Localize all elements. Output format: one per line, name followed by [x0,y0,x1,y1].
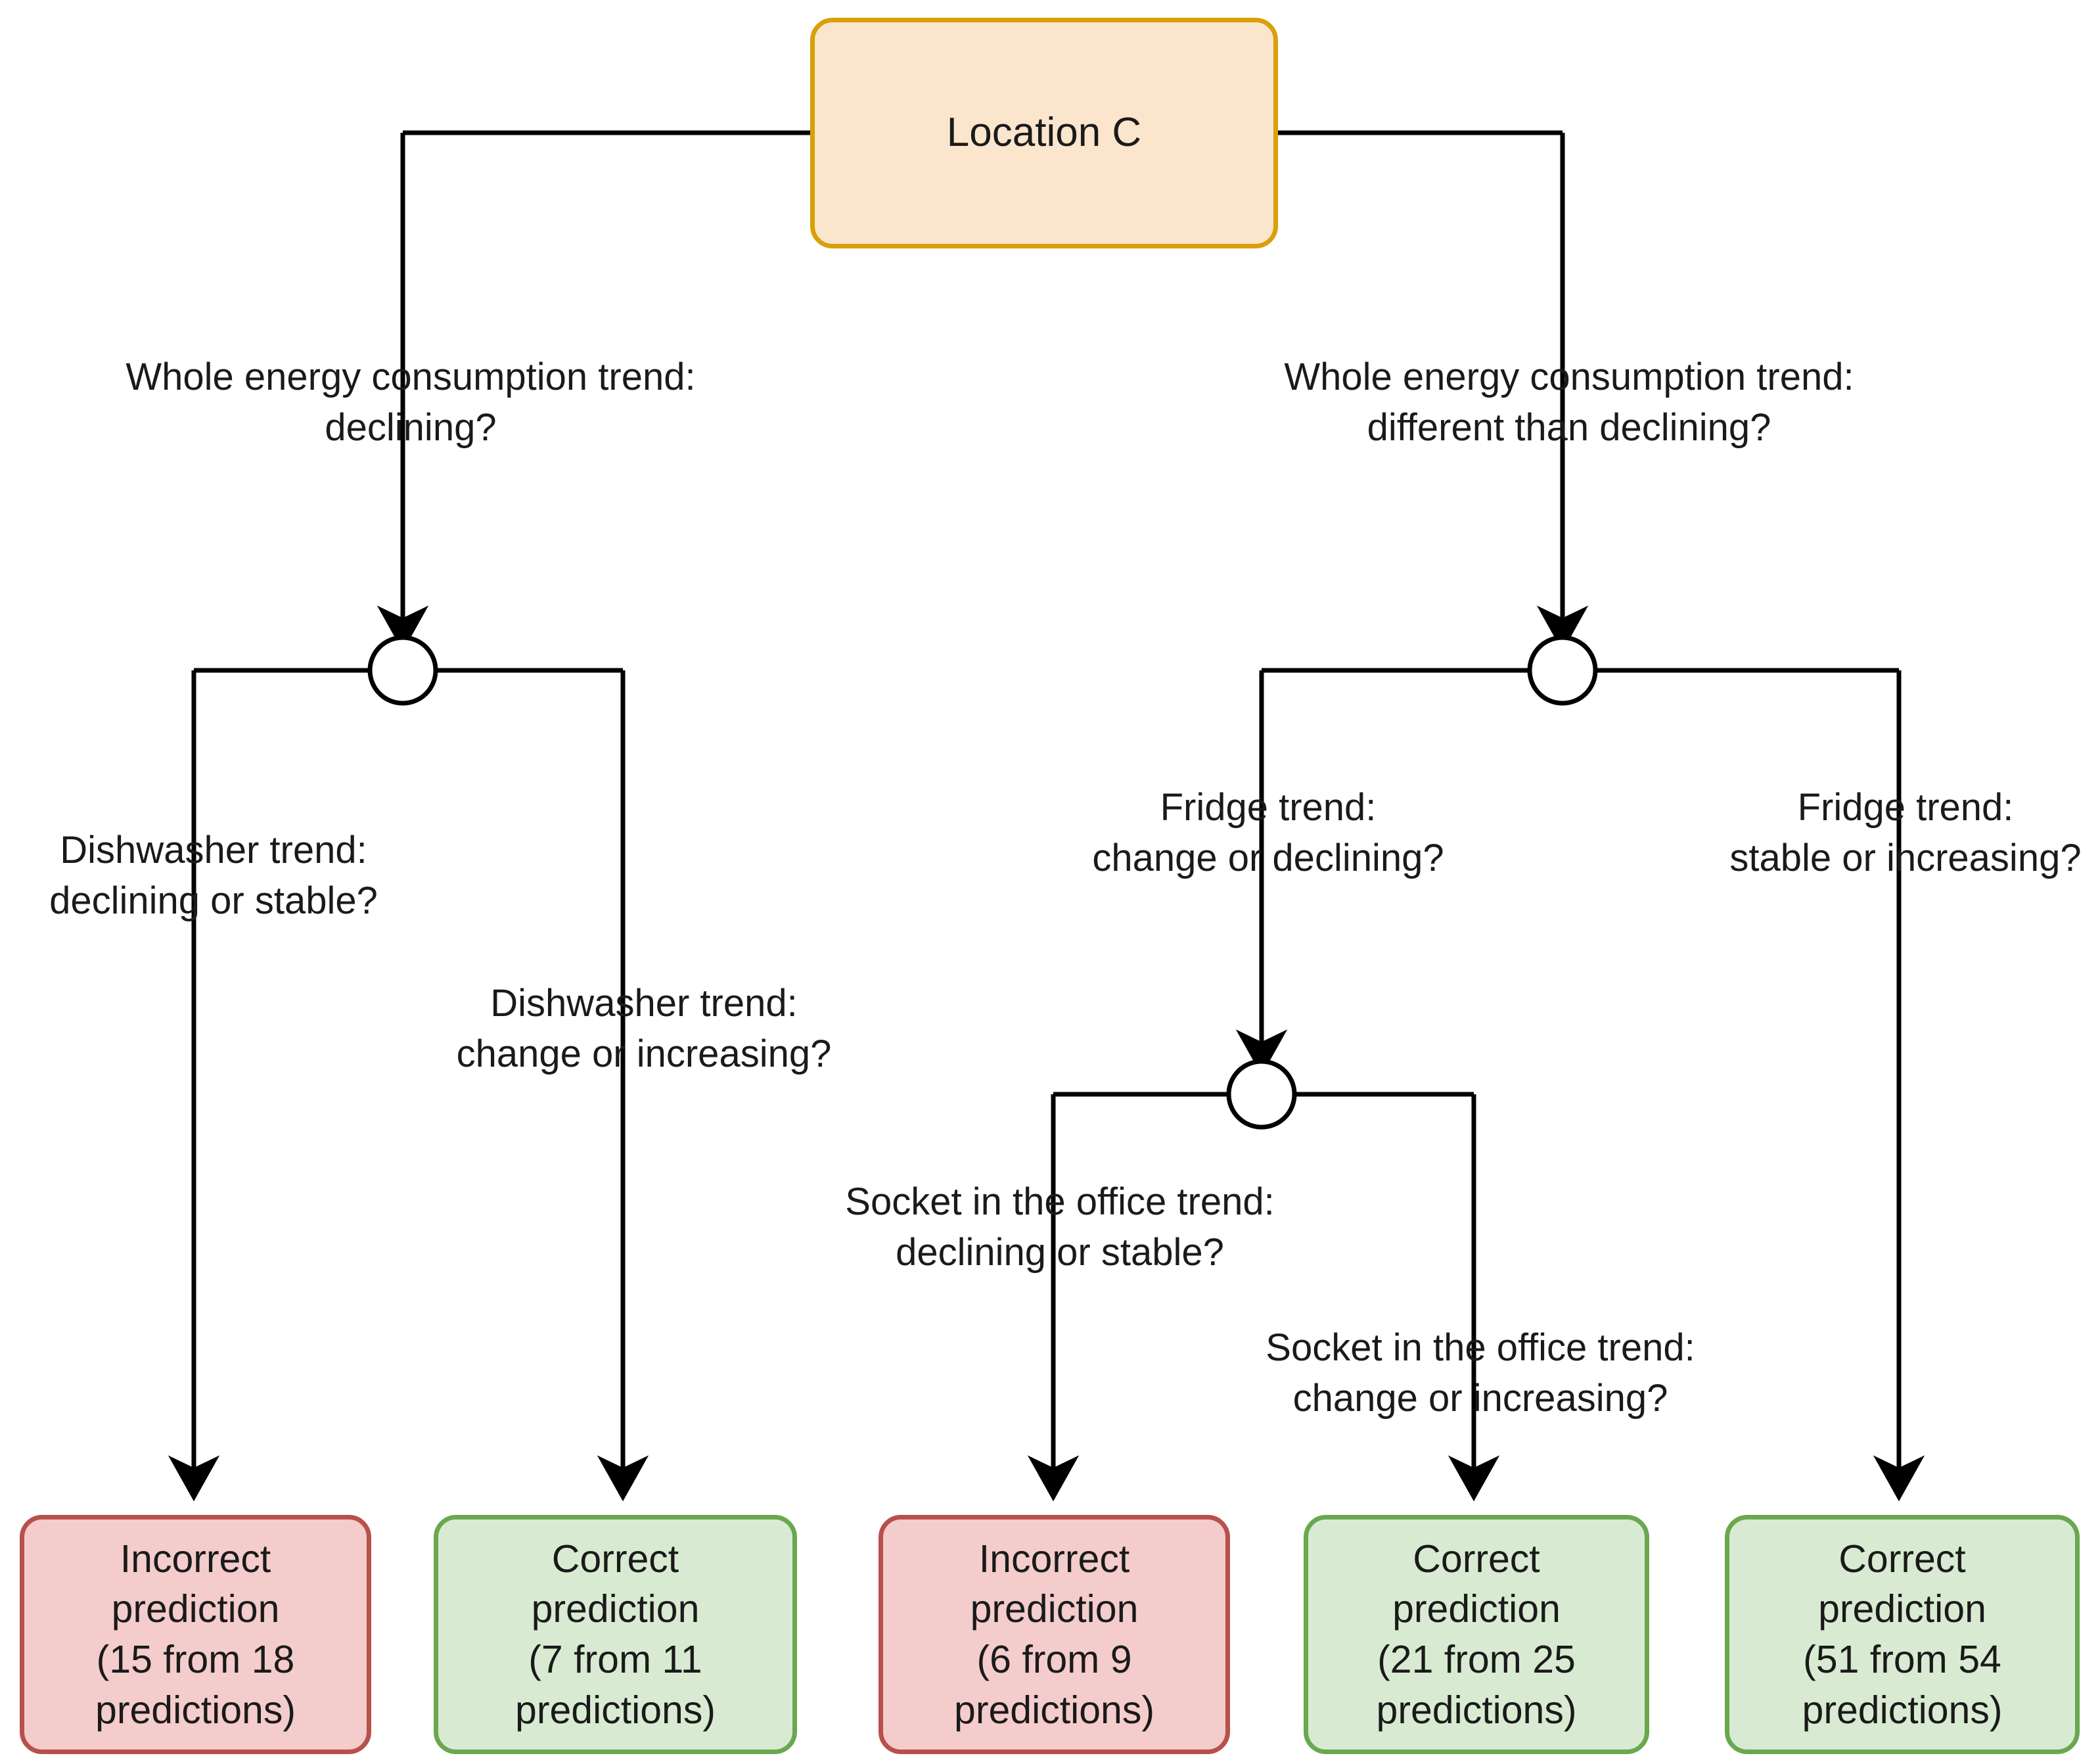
leaf-node-incorrect-2[interactable]: Incorrect prediction (6 from 9 predictio… [879,1515,1230,1754]
leaf-node-correct-2[interactable]: Correct prediction (21 from 25 predictio… [1304,1515,1649,1754]
leaf-node-correct-3[interactable]: Correct prediction (51 from 54 predictio… [1725,1515,2080,1754]
edge-label-dishwasher-right: Dishwasher trend: change or increasing? [456,982,832,1076]
edge-label-root-right: Whole energy consumption trend: differen… [1284,356,1854,450]
decision-node-dishwasher [367,635,438,706]
edge-label-dishwasher-left: Dishwasher trend: declining or stable? [49,829,378,923]
leaf-node-incorrect-1[interactable]: Incorrect prediction (15 from 18 predict… [20,1515,371,1754]
root-node-location[interactable]: Location C [810,18,1278,248]
edge-label-root-left: Whole energy consumption trend: declinin… [126,356,696,450]
decision-node-fridge [1527,635,1598,706]
edge-label-fridge-left: Fridge trend: change or declining? [1092,786,1444,880]
decision-node-socket [1226,1059,1297,1130]
leaf-node-correct-1[interactable]: Correct prediction (7 from 11 prediction… [434,1515,797,1754]
edge-label-socket-left: Socket in the office trend: declining or… [845,1180,1275,1274]
edge-label-fridge-right: Fridge trend: stable or increasing? [1729,786,2082,880]
edge-label-socket-right: Socket in the office trend: change or in… [1266,1326,1695,1420]
